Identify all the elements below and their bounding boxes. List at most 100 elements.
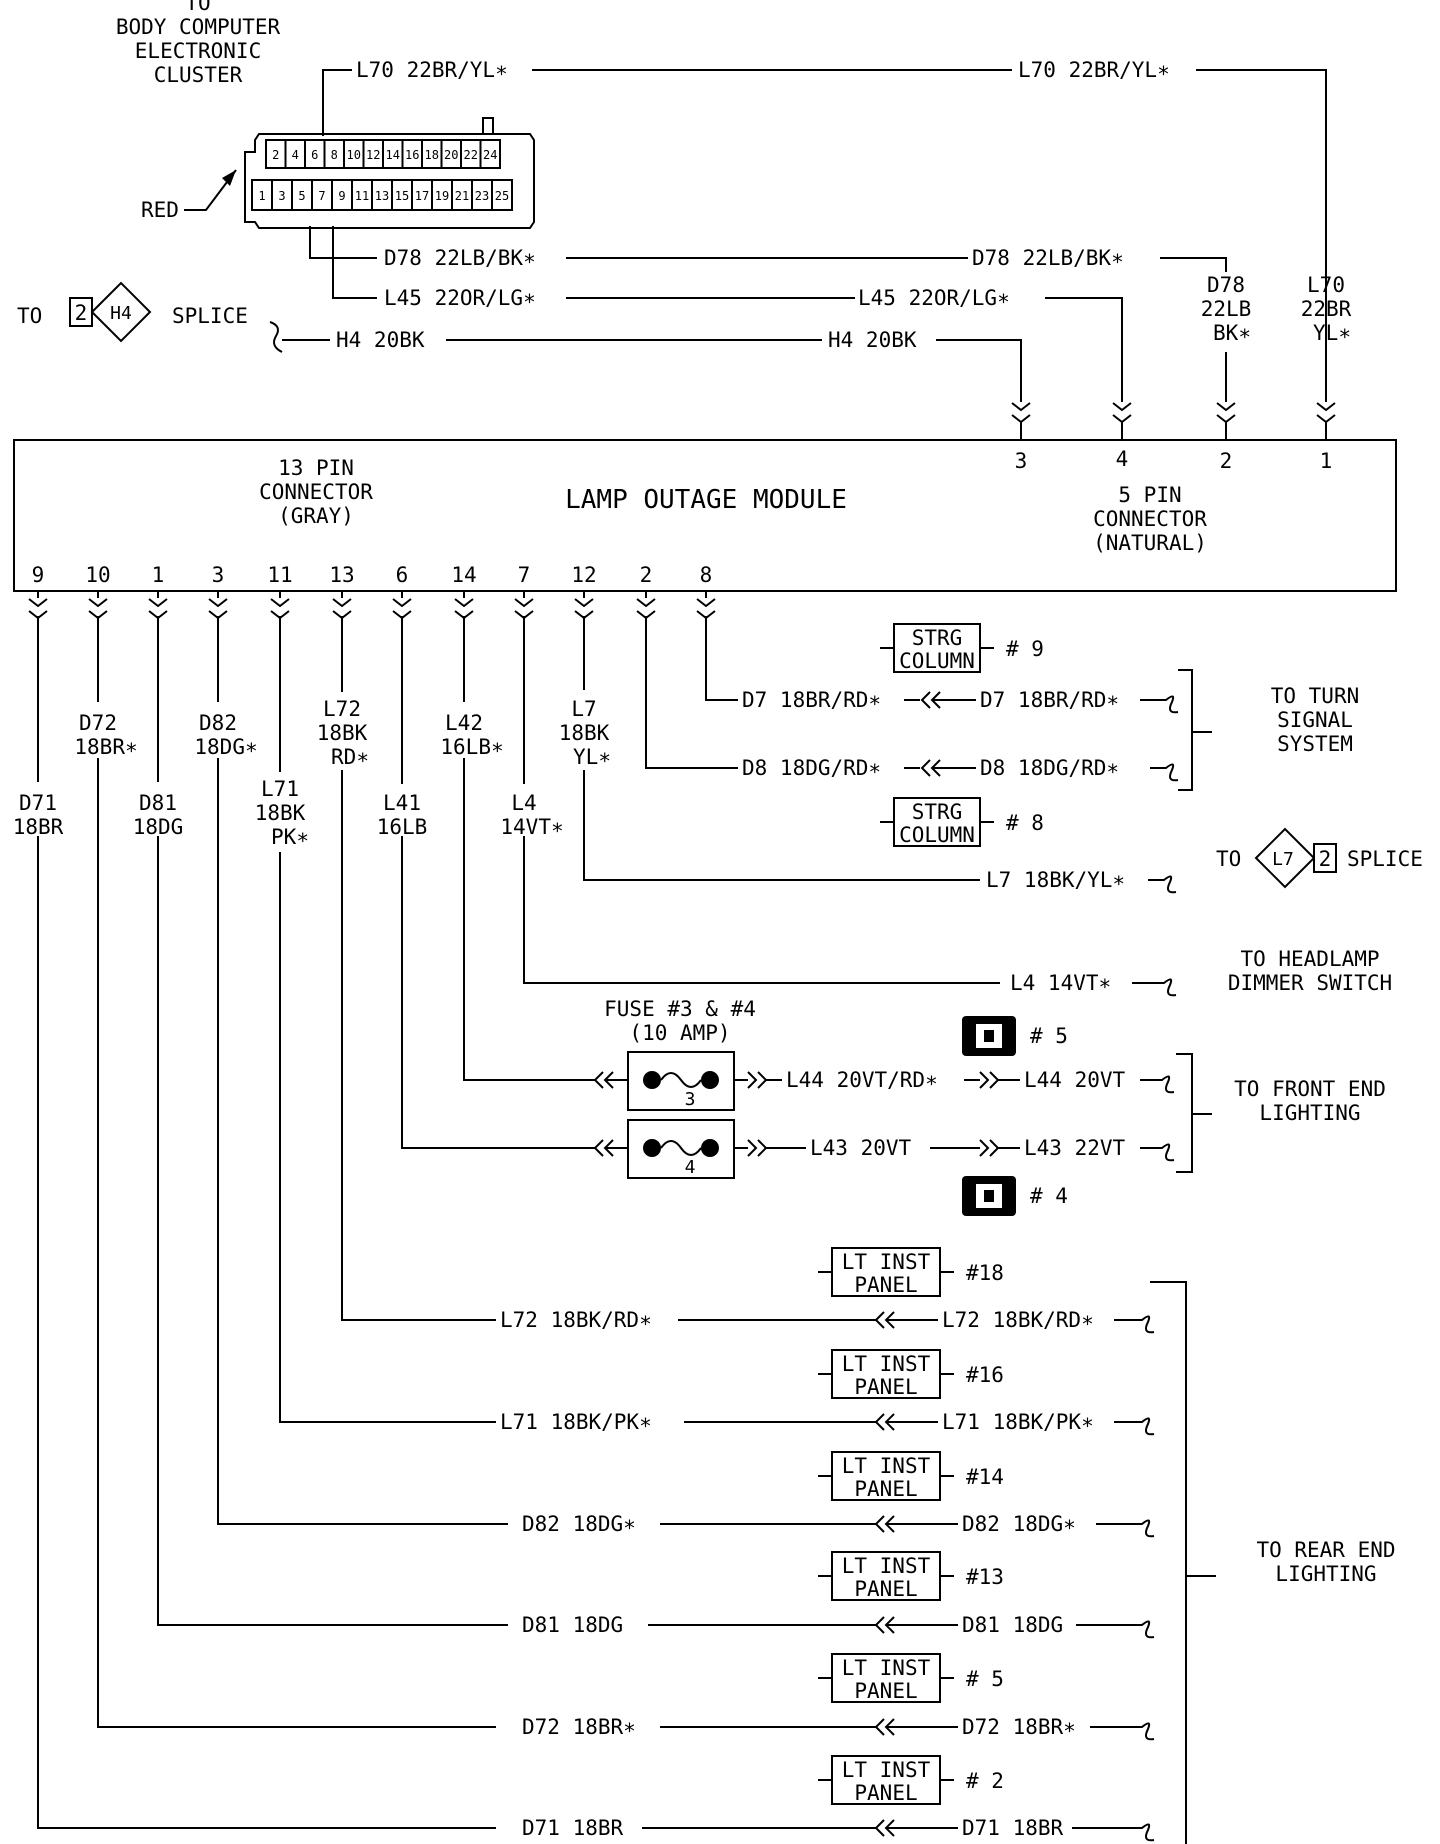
- d78-vlabel-1: D78: [1207, 273, 1245, 297]
- pin13-terminal: [574, 598, 594, 619]
- l45-label-a: L45 22OR/LG∗: [384, 286, 536, 310]
- lt-inst-panel-number: #16: [966, 1363, 1004, 1387]
- conn5-line-1: 5 PIN: [1118, 483, 1181, 507]
- strg8-number: # 8: [1006, 811, 1044, 835]
- l7-vlabel-3: YL∗: [573, 745, 611, 769]
- lt-inst-panel-number: #13: [966, 1565, 1004, 1589]
- pin13-number: 1: [152, 563, 165, 587]
- rear-wire-label-b: L71 18BK/PK∗: [942, 1410, 1094, 1434]
- l42-vlabel-1: L42: [445, 711, 483, 735]
- l43-inline-connector: [979, 1139, 1000, 1157]
- d71-wire: [37, 616, 496, 1829]
- pin5-number-4: 4: [1116, 447, 1129, 471]
- l71-vlabel-2: 18BK: [255, 801, 306, 825]
- lt-inst-panel-number: #18: [966, 1261, 1004, 1285]
- pin5-terminal-1: [1316, 402, 1336, 423]
- rear-wire-label-a: L71 18BK/PK∗: [500, 1410, 652, 1434]
- d72-vertical-label: D72 18BR∗: [74, 711, 137, 759]
- splice-l7-id: L7: [1272, 849, 1294, 870]
- connector-bottom-pin-number: 5: [298, 189, 305, 203]
- lt-inst-panel-box: [831, 1451, 941, 1501]
- l45-label-b: L45 22OR/LG∗: [858, 286, 1010, 310]
- connector-5-number: # 5: [1030, 1024, 1068, 1048]
- rear-wire-end: [1090, 1722, 1155, 1741]
- lt-inst-panel-line-2: PANEL: [854, 1679, 917, 1703]
- l72-vertical-label: L72 18BK RD∗: [317, 697, 369, 769]
- d78-wire-drop-top: [1160, 257, 1227, 272]
- turn-signal-line-2: SIGNAL: [1277, 708, 1353, 732]
- l42-vertical-label: L42 16LB∗: [440, 711, 503, 759]
- connector-bottom-pin-number: 25: [495, 189, 509, 203]
- d81-vlabel-1: D81: [139, 791, 177, 815]
- d8-wire-end: [1150, 763, 1179, 782]
- l7-wire-end: [1148, 875, 1177, 894]
- conn13-line-1: 13 PIN: [278, 456, 354, 480]
- d78-vertical-label: D78 22LB BK∗: [1201, 273, 1252, 345]
- lt-inst-panel-box: [831, 1653, 941, 1703]
- conn13-terminals: [28, 591, 716, 619]
- l71-vertical-label: L71 18BK PK∗: [255, 777, 309, 849]
- l41-vlabel-1: L41: [383, 791, 421, 815]
- h4-wire-drop: [936, 339, 1022, 402]
- strg9-line-1: STRG: [912, 626, 963, 650]
- d72-vlabel-1: D72: [79, 711, 117, 735]
- l4-wire-end: [1132, 978, 1177, 997]
- d78-wire-riser: [309, 226, 377, 259]
- splice-h4-to: TO: [17, 304, 42, 328]
- connector-bottom-pin-number: 11: [355, 189, 369, 203]
- pin13-number: 9: [32, 563, 45, 587]
- l43-label-a: L43 20VT: [810, 1136, 912, 1160]
- d7-wire-start: [705, 616, 738, 701]
- d78-vlabel-3: BK∗: [1213, 321, 1251, 345]
- rear-wire-end: [1076, 1620, 1155, 1639]
- splice-h4-label: SPLICE: [172, 304, 248, 328]
- strg-column-9-tag: STRG COLUMN # 9: [880, 623, 1044, 673]
- lt-inst-panel-line-2: PANEL: [854, 1477, 917, 1501]
- pin13-number: 8: [700, 563, 713, 587]
- l7-vertical-label: L7 18BK YL∗: [559, 697, 611, 769]
- l71-vlabel-3: PK∗: [271, 825, 309, 849]
- pin13-number: 11: [267, 563, 292, 587]
- strg8-box: [893, 797, 981, 847]
- fuse3-terminal-left: [643, 1071, 661, 1089]
- connector-4-pin: [984, 1190, 994, 1202]
- h4-label-b: H4 20BK: [828, 328, 917, 352]
- lt-inst-panel-box: [831, 1349, 941, 1399]
- connector-top-pin-number: 12: [366, 148, 380, 162]
- rear-wire-label-b: D81 18DG: [962, 1613, 1063, 1637]
- body-computer-line-2: BODY COMPUTER: [116, 15, 281, 39]
- l7-wire-label: L7 18BK/YL∗: [986, 868, 1125, 892]
- l44-inline-connector: [979, 1071, 1000, 1089]
- connector-top-pin-number: 10: [347, 148, 361, 162]
- pin13-terminal: [392, 598, 412, 619]
- body-computer-label: TO BODY COMPUTER ELECTRONIC CLUSTER: [116, 0, 281, 87]
- splice-h4-number: 2: [75, 301, 88, 325]
- d81-vertical-label: D81 18DG: [133, 791, 184, 839]
- strg-column-8-tag: STRG COLUMN # 8: [880, 797, 1044, 847]
- d8-label-b: D8 18DG/RD∗: [980, 756, 1119, 780]
- connector-5-icon: [962, 1016, 1016, 1056]
- rear-end-destination: TO REAR END LIGHTING: [1256, 1538, 1395, 1586]
- l70-vlabel-2: 22BR: [1301, 297, 1352, 321]
- d72-wire: [97, 616, 496, 1728]
- d78-label-a: D78 22LB/BK∗: [384, 246, 536, 270]
- pin13-terminal: [270, 598, 290, 619]
- l7-vlabel-1: L7: [571, 697, 596, 721]
- rear-wire-end: [1114, 1417, 1155, 1436]
- strg9-number: # 9: [1006, 637, 1044, 661]
- rear-end-bracket: [1150, 1281, 1216, 1844]
- rear-wire-label-b: D82 18DG∗: [962, 1512, 1076, 1536]
- pin13-number: 13: [329, 563, 354, 587]
- pin5-terminal-3: [1011, 402, 1031, 423]
- fuse-label: FUSE #3 & #4 (10 AMP): [604, 997, 756, 1045]
- pin13-terminal: [208, 598, 228, 619]
- l42-wire: [463, 616, 595, 1081]
- headlamp-destination: TO HEADLAMP DIMMER SWITCH: [1228, 947, 1392, 995]
- rear-wire-label-b: L72 18BK/RD∗: [942, 1308, 1094, 1332]
- connector-bottom-pin-number: 9: [338, 189, 345, 203]
- rear-wire-label-a: D81 18DG: [522, 1613, 623, 1637]
- pin13-terminal: [88, 598, 108, 619]
